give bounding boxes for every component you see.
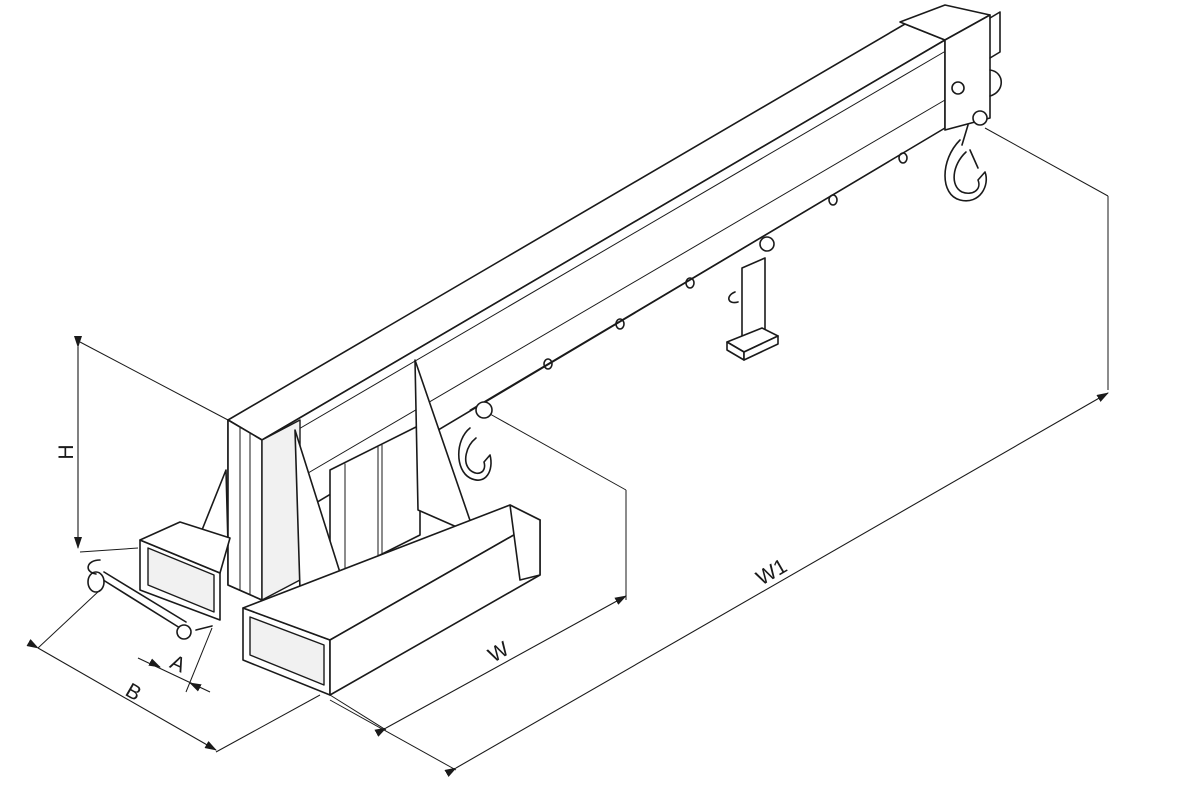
locking-pin (87, 559, 213, 640)
dimension-a: A (137, 627, 213, 693)
end-hook (944, 124, 987, 202)
dimension-label-h: H (55, 444, 78, 459)
dimension-label-w1: W1 (752, 555, 791, 591)
mast-frame (227, 419, 421, 601)
boom-extension-end (899, 4, 1003, 131)
dimension-label-b: B (121, 679, 145, 706)
dimension-h: H (55, 336, 229, 553)
boom-holes (543, 152, 908, 370)
fork-pocket-rear (139, 521, 231, 621)
support-leg (726, 236, 779, 361)
dimension-label-w: W (484, 637, 513, 667)
